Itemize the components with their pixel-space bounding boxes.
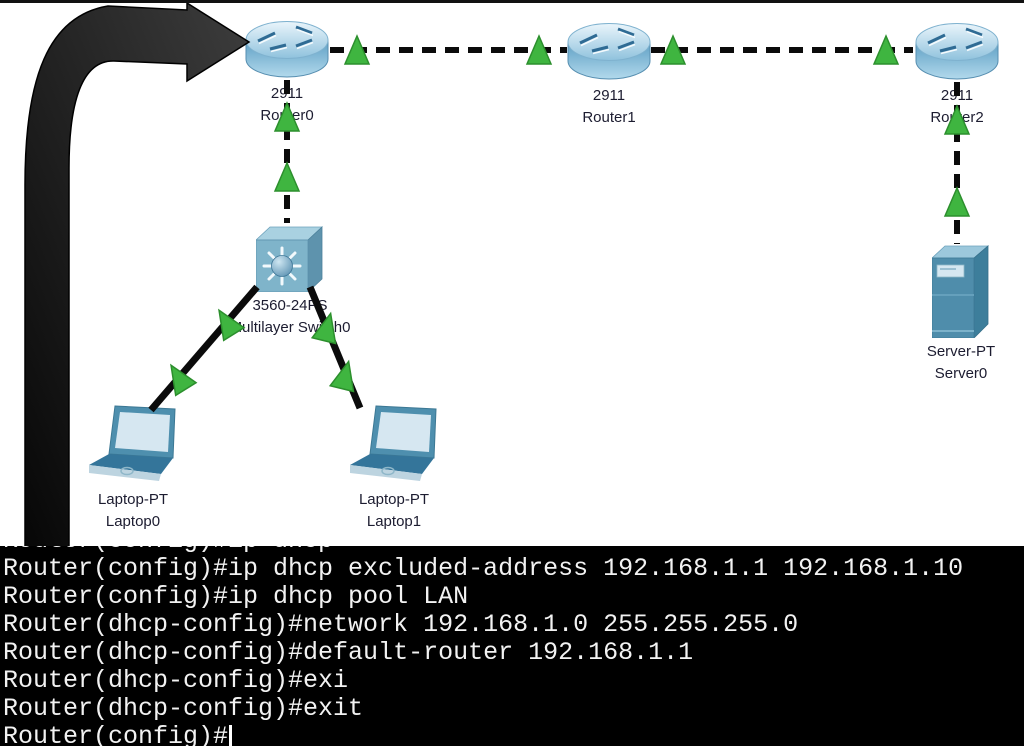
cli-line: Router(dhcp-config)#network 192.168.1.0 … <box>3 610 799 639</box>
device-router2[interactable]: 2911 Router2 <box>857 20 1024 129</box>
server-icon <box>932 245 990 338</box>
device-label: 2911 Router1 <box>582 85 635 129</box>
laptop-icon <box>350 405 437 481</box>
device-name: Router2 <box>930 109 984 126</box>
cli-line: Router(dhcp-config)#default-router 192.1… <box>3 638 694 667</box>
device-name: Router0 <box>260 107 314 124</box>
cli-prompt-line: Router(config)# <box>3 723 1024 746</box>
device-model: Laptop-PT <box>97 491 169 508</box>
device-router0[interactable]: 2911 Router0 <box>187 18 387 127</box>
device-label: 2911 Router2 <box>930 85 983 129</box>
cli-line: Router(config)#ip dhcp pool LAN <box>3 582 469 611</box>
device-model: Server-PT <box>926 343 996 360</box>
link-up-arrow-icon <box>170 363 198 397</box>
device-label: Laptop-PT Laptop0 <box>98 489 168 533</box>
device-switch0[interactable]: 3560-24PS Multilayer Switch0 <box>190 224 390 339</box>
laptop-icon <box>89 405 176 481</box>
device-label: 3560-24PS Multilayer Switch0 <box>230 295 351 339</box>
device-name: Server0 <box>934 365 988 382</box>
device-laptop1[interactable]: Laptop-PT Laptop1 <box>294 402 494 533</box>
device-model: 2911 <box>270 85 304 102</box>
device-model: Laptop-PT <box>358 491 430 508</box>
top-border <box>0 0 1024 3</box>
device-name: Router1 <box>582 109 636 126</box>
link-up-arrow-icon <box>328 359 355 393</box>
cli-terminal[interactable]: Router(config)#ip dhcp Router(config)#ip… <box>0 546 1024 746</box>
cli-line: Router(dhcp-config)#exi <box>3 666 349 695</box>
device-label: 2911 Router0 <box>260 83 313 127</box>
device-label: Server-PT Server0 <box>927 341 995 385</box>
device-model: 2911 <box>940 87 974 104</box>
device-laptop0[interactable]: Laptop-PT Laptop0 <box>33 402 233 533</box>
device-model: 2911 <box>592 87 626 104</box>
device-name: Laptop0 <box>105 513 161 530</box>
device-model: 3560-24PS <box>252 297 328 314</box>
link-up-arrow-icon <box>943 186 971 217</box>
topology-canvas[interactable]: 2911 Router0 2911 Router1 <box>0 0 1024 546</box>
cli-prompt: Router(config)# <box>3 722 229 746</box>
cli-clipped-line: Router(config)#ip dhcp <box>3 546 1024 555</box>
cli-line: Router(config)#ip dhcp excluded-address … <box>3 554 964 583</box>
router-icon <box>915 23 999 80</box>
device-name: Laptop1 <box>366 513 422 530</box>
multilayer-switch-icon <box>256 226 324 292</box>
device-server0[interactable]: Server-PT Server0 <box>861 244 1024 385</box>
device-label: Laptop-PT Laptop1 <box>359 489 429 533</box>
device-router1[interactable]: 2911 Router1 <box>509 20 709 129</box>
device-name: Multilayer Switch0 <box>229 319 351 336</box>
router-icon <box>567 23 651 80</box>
link-up-arrow-icon <box>273 161 301 192</box>
cli-cursor <box>229 725 233 746</box>
router-icon <box>245 21 329 78</box>
cli-line: Router(dhcp-config)#exit <box>3 694 364 723</box>
